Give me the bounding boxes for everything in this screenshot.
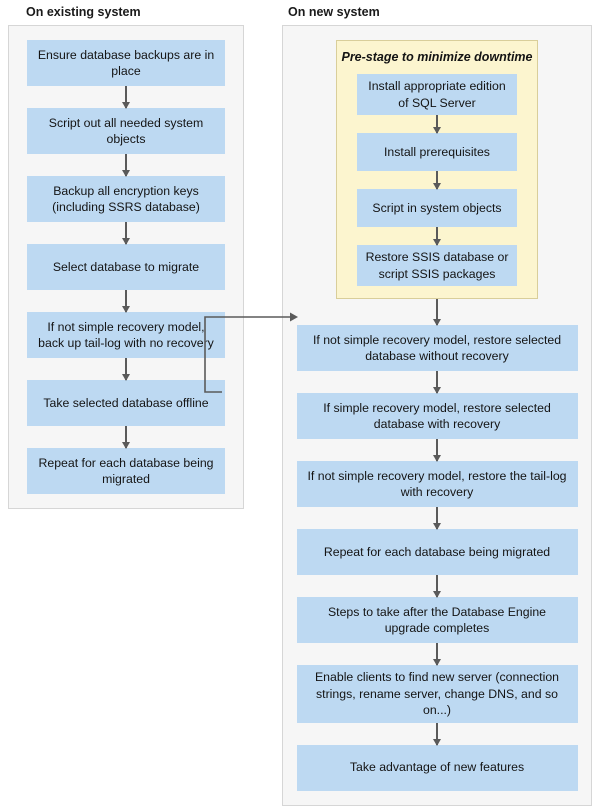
arrow-down-icon: [436, 115, 438, 133]
flow-node-ensure-backups[interactable]: Ensure database backups are in place: [27, 40, 225, 86]
arrow-down-icon: [125, 154, 127, 176]
flow-node-take-advantage-features[interactable]: Take advantage of new features: [296, 744, 578, 791]
arrow-down-icon: [125, 358, 127, 380]
arrow-down-icon: [436, 643, 438, 665]
arrow-down-icon: [125, 86, 127, 108]
arrow-down-icon: [436, 227, 438, 245]
arrow-down-icon: [125, 222, 127, 244]
flow-node-script-out-objects[interactable]: Script out all needed system objects: [27, 108, 225, 154]
arrow-down-icon: [125, 426, 127, 448]
arrow-down-icon: [436, 171, 438, 189]
flow-node-take-offline[interactable]: Take selected database offline: [27, 380, 225, 426]
existing-system-column: On existing system Ensure database backu…: [8, 4, 244, 509]
flow-node-restore-tail-log[interactable]: If not simple recovery model, restore th…: [296, 461, 578, 507]
arrow-down-icon: [125, 290, 127, 312]
flow-node-install-sql-server[interactable]: Install appropriate edition of SQL Serve…: [357, 74, 517, 115]
flow-node-restore-without-recovery[interactable]: If not simple recovery model, restore se…: [296, 325, 578, 371]
flow-node-install-prerequisites[interactable]: Install prerequisites: [357, 133, 517, 171]
prestage-group-title: Pre-stage to minimize downtime: [341, 50, 533, 64]
existing-system-title: On existing system: [26, 5, 141, 19]
flow-node-select-database[interactable]: Select database to migrate: [27, 244, 225, 290]
arrow-down-icon: [436, 575, 438, 597]
arrow-down-icon: [436, 507, 438, 529]
flow-node-restore-with-recovery[interactable]: If simple recovery model, restore select…: [296, 393, 578, 439]
flow-node-script-in-objects[interactable]: Script in system objects: [357, 189, 517, 227]
flow-node-repeat-each-database-new[interactable]: Repeat for each database being migrated: [296, 529, 578, 575]
new-system-column: On new system Pre-stage to minimize down…: [282, 4, 592, 806]
arrow-down-icon: [436, 439, 438, 461]
flow-node-backup-tail-log[interactable]: If not simple recovery model, back up ta…: [27, 312, 225, 358]
arrow-down-icon: [436, 299, 438, 325]
arrow-down-icon: [436, 722, 438, 745]
new-system-panel: Pre-stage to minimize downtime Install a…: [282, 25, 592, 806]
flow-node-post-upgrade-steps[interactable]: Steps to take after the Database Engine …: [296, 597, 578, 643]
flow-node-repeat-each-database[interactable]: Repeat for each database being migrated: [27, 448, 225, 494]
existing-system-panel: Ensure database backups are in place Scr…: [8, 25, 244, 509]
prestage-group: Pre-stage to minimize downtime Install a…: [336, 40, 538, 299]
new-system-title: On new system: [288, 5, 380, 19]
flow-node-backup-encryption-keys[interactable]: Backup all encryption keys (including SS…: [27, 176, 225, 222]
arrow-down-icon: [436, 371, 438, 393]
flow-node-enable-clients[interactable]: Enable clients to find new server (conne…: [296, 665, 578, 723]
flow-node-restore-ssis[interactable]: Restore SSIS database or script SSIS pac…: [357, 245, 517, 286]
